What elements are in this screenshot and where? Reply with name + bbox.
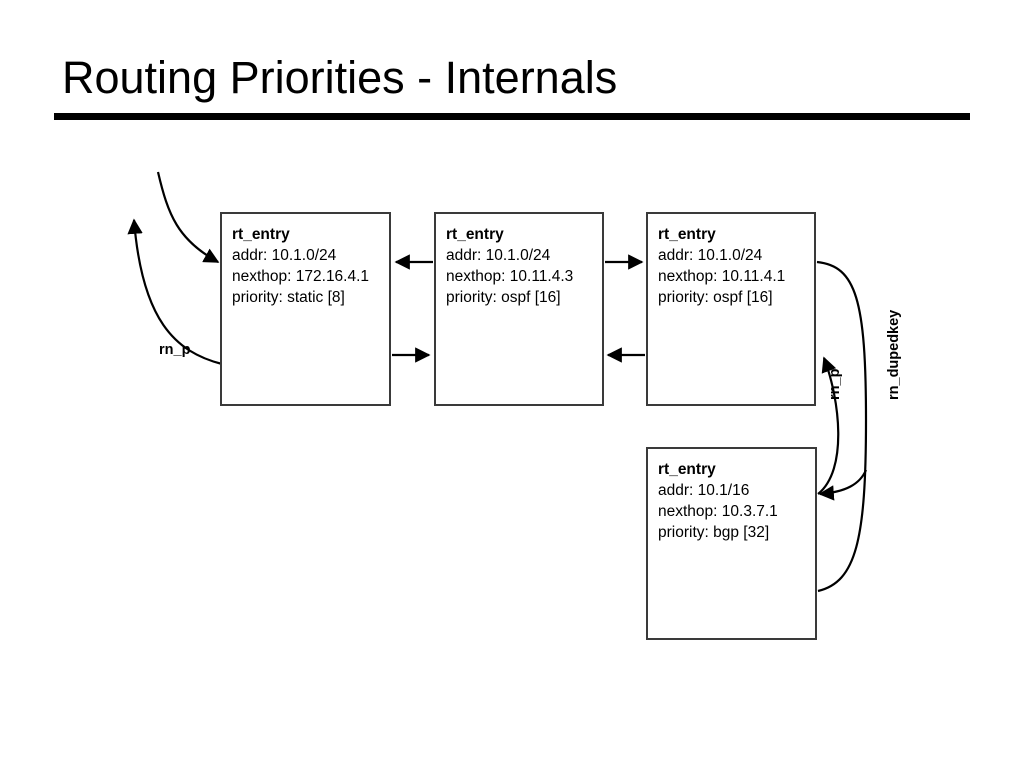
node-field-nexthop: nexthop: 10.3.7.1: [658, 503, 778, 520]
node-field-addr: addr: 10.1.0/24: [446, 247, 551, 264]
node-field-nexthop: nexthop: 10.11.4.1: [658, 268, 786, 285]
node-field-priority: priority: ospf [16]: [446, 289, 561, 306]
rt-entry-node-4[interactable]: rt_entry addr: 10.1/16 nexthop: 10.3.7.1…: [646, 447, 817, 640]
node-field-priority: priority: bgp [32]: [658, 524, 770, 541]
node-field-addr: addr: 10.1.0/24: [232, 247, 337, 264]
node-field-addr: addr: 10.1/16: [658, 482, 750, 499]
edge-incoming-parent: [156, 171, 220, 263]
node-title: rt_entry: [658, 461, 716, 478]
rt-entry-node-1[interactable]: rt_entry addr: 10.1.0/24 nexthop: 172.16…: [220, 212, 391, 406]
edge-label-rn-dupedkey: rn_dupedkey: [886, 309, 902, 400]
page-title: Routing Priorities - Internals: [62, 52, 618, 103]
title-underline-rule: [54, 113, 970, 120]
node-field-nexthop: nexthop: 172.16.4.1: [232, 268, 370, 285]
node-field-nexthop: nexthop: 10.11.4.3: [446, 268, 574, 285]
rt-entry-node-3[interactable]: rt_entry addr: 10.1.0/24 nexthop: 10.11.…: [646, 212, 816, 406]
node-title: rt_entry: [446, 226, 504, 243]
node-title: rt_entry: [232, 226, 290, 243]
edge-rn-dupedkey: [816, 260, 868, 593]
node-field-priority: priority: static [8]: [232, 289, 345, 306]
rt-entry-node-2[interactable]: rt_entry addr: 10.1.0/24 nexthop: 10.11.…: [434, 212, 604, 406]
node-field-addr: addr: 10.1.0/24: [658, 247, 763, 264]
edge-label-rn-p-right: rn_p: [827, 368, 843, 400]
node-title: rt_entry: [658, 226, 716, 243]
node-field-priority: priority: ospf [16]: [658, 289, 773, 306]
edge-label-rn-p-left: rn_p: [159, 342, 191, 358]
edge-rn-dupedkey-head: [818, 469, 868, 501]
